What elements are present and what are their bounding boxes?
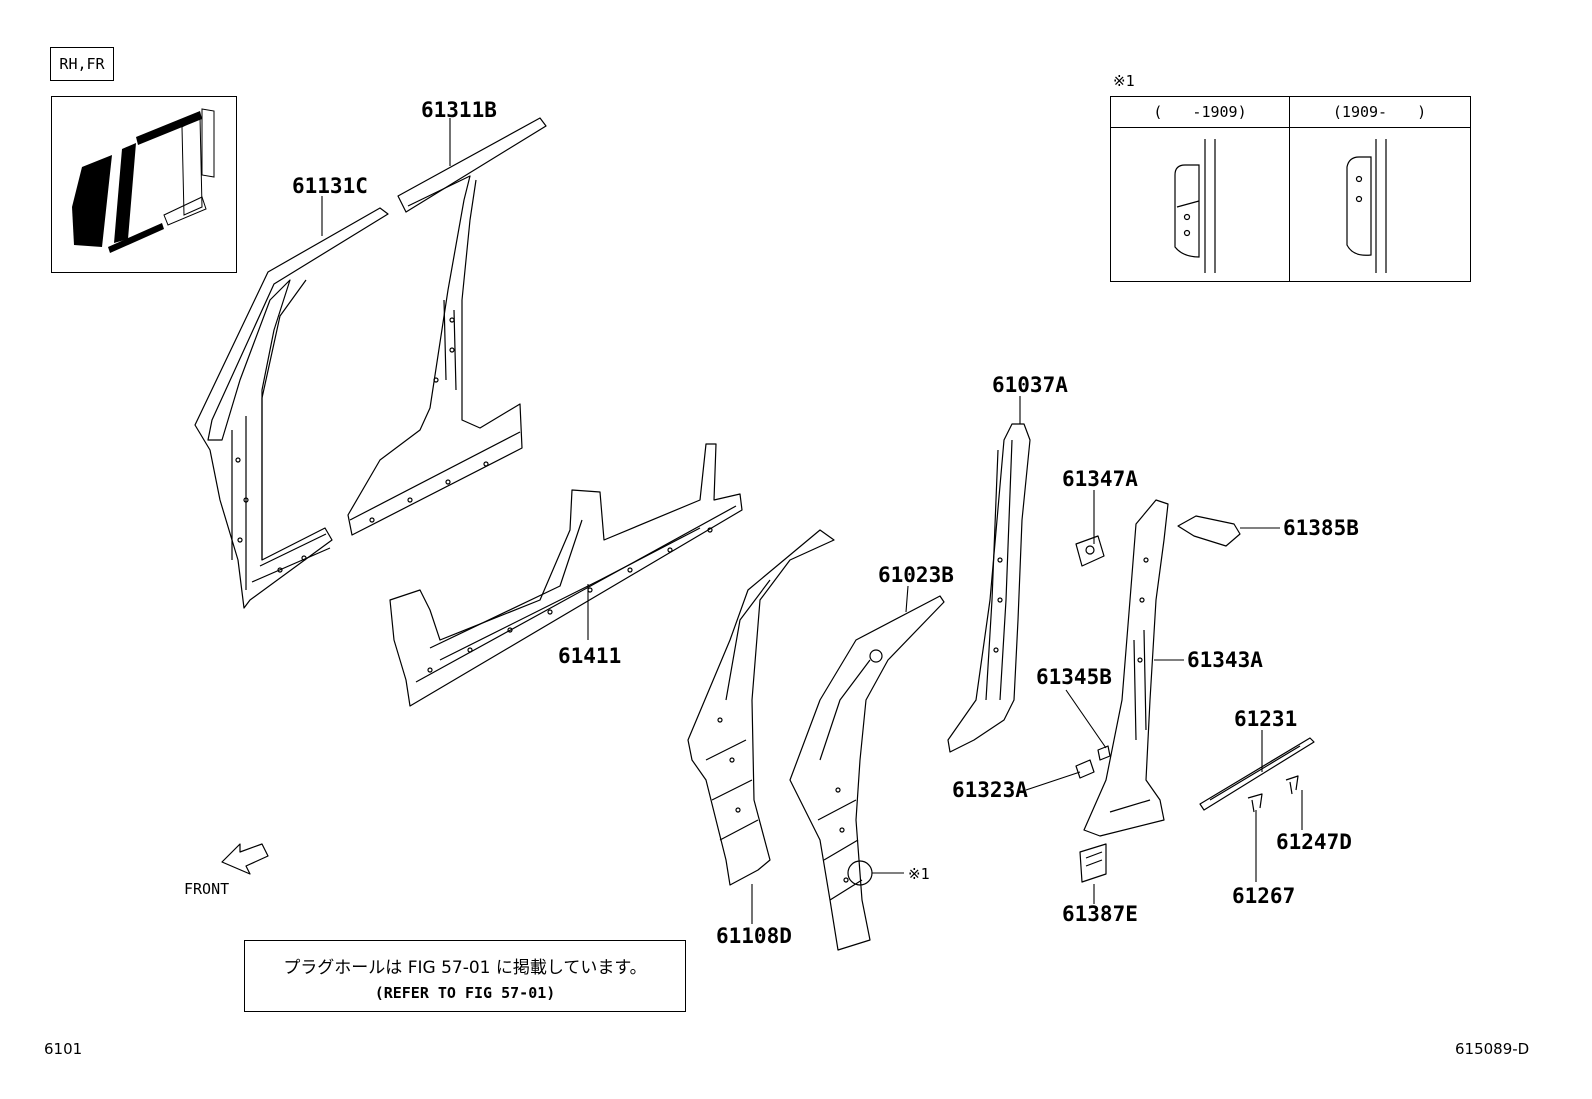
part-label-61343A: 61343A [1187,648,1263,672]
variant-table-drawings [1174,139,1387,273]
variant-col-header-early: ( -1909) [1153,103,1247,121]
position-label-box: RH,FR [50,47,114,81]
part-drawing-61345B [1097,745,1111,761]
leader-lines [321,118,1303,924]
part-drawing-61023B [789,595,945,951]
part-drawing-61231 [1199,737,1315,811]
reference-note-en: (REFER TO FIG 57-01) [374,984,556,1002]
part-label-61231: 61231 [1234,707,1297,731]
part-label-61311B: 61311B [421,98,497,122]
variant-table: ( -1909) (1909- ) [1110,96,1471,282]
part-drawing-61311B [347,117,547,536]
part-drawing-61247D [1285,775,1299,795]
variant-table-divider-v [1289,97,1290,281]
part-label-61323A: 61323A [952,778,1028,802]
part-drawing-61385B [1177,515,1241,547]
part-label-61108D: 61108D [716,924,792,948]
part-label-61387E: 61387E [1062,902,1138,926]
part-label-61131C: 61131C [292,174,368,198]
part-drawing-61343A [1083,499,1169,837]
part-label-61411: 61411 [558,644,621,668]
part-drawing-61108D [687,529,835,886]
callout-mark: ※1 [908,865,930,883]
part-label-61347A: 61347A [1062,467,1138,491]
part-drawing-61387E [1079,843,1107,883]
part-label-61247D: 61247D [1276,830,1352,854]
part-drawing-61131C [194,207,389,609]
variant-table-divider-h [1111,127,1470,128]
part-drawing-61037A [947,423,1031,753]
front-arrow-icon [221,843,269,875]
footer-right-code: 615089-D [1455,1040,1530,1058]
part-labels: 61311B 61131C 61411 61037A 61347A 61385B… [184,98,1359,948]
front-label: FRONT [184,880,229,898]
footer-left-code: 6101 [44,1040,83,1058]
part-drawing-61411 [389,443,743,707]
variant-table-mark: ※1 [1113,72,1135,90]
part-drawing-61267 [1247,793,1263,813]
part-label-61023B: 61023B [878,563,954,587]
locator-thumbnail-drawing [72,108,215,253]
part-label-61385B: 61385B [1283,516,1359,540]
position-label: RH,FR [59,55,105,73]
part-label-61267: 61267 [1232,884,1295,908]
variant-col-header-late: (1909- ) [1332,103,1427,121]
part-label-61037A: 61037A [992,373,1068,397]
reference-note-jp: プラグホールは FIG 57-01 に掲載しています。 [283,958,647,978]
part-drawing-61323A [1075,759,1095,779]
part-drawing-61347A [1075,535,1105,567]
reference-note: プラグホールは FIG 57-01 に掲載しています。 (REFER TO FI… [244,940,686,1012]
locator-thumbnail [51,96,237,273]
part-label-61345B: 61345B [1036,665,1112,689]
